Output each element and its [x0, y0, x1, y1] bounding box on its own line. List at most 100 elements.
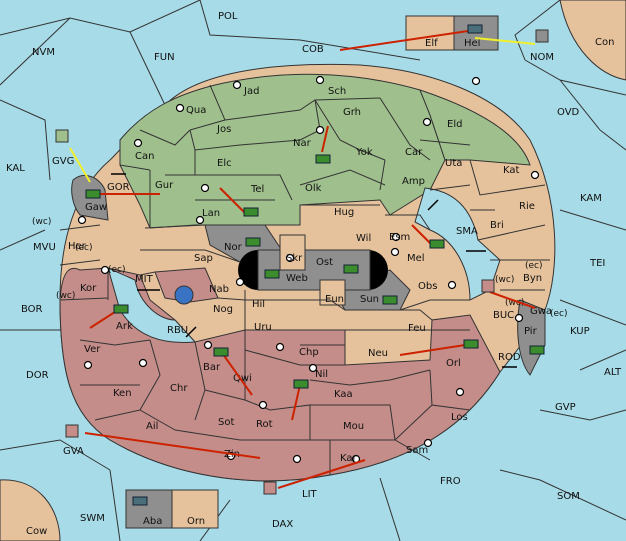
label-skr: Skr [286, 253, 303, 264]
sea-sma [414, 187, 501, 301]
coast-label: (wc) [495, 275, 514, 285]
units [55, 24, 549, 506]
army-icon [213, 347, 229, 357]
label-ost: Ost [316, 257, 333, 268]
army-icon [429, 239, 445, 249]
label-obs: Obs [418, 281, 437, 292]
army-icon [245, 237, 261, 247]
sea-labels: POL NVM FUN COB NOM Con OVD KAL KAM TEI … [6, 11, 622, 537]
province-elf[interactable] [405, 15, 455, 51]
label-ver: Ver [84, 344, 101, 355]
label-qwi: Qwi [233, 373, 252, 384]
army-icon [85, 189, 101, 199]
fleet-icon [467, 24, 483, 34]
label-mou: Mou [343, 421, 364, 432]
army-icon [264, 269, 280, 279]
sea-mit: MIT [135, 274, 154, 285]
label-nog: Nog [213, 304, 233, 315]
label-rot: Rot [256, 419, 273, 430]
supply-centers [77, 75, 540, 464]
fleet-icon [132, 496, 148, 506]
label-pir: Pir [524, 326, 538, 337]
label-chp: Chp [299, 347, 319, 358]
order-arrows [84, 30, 536, 489]
coast-label: (wc) [32, 217, 51, 227]
sea-dor: DOR [26, 370, 49, 381]
sea-rbu [107, 267, 197, 344]
sea-ovd: OVD [557, 107, 580, 118]
label-kar: Kar [340, 453, 358, 464]
sea-gvp: GVP [555, 402, 576, 413]
fleet-icon [263, 481, 277, 495]
label-grh: Grh [343, 107, 361, 118]
sea-gva: GVA [63, 446, 84, 457]
coast-labels: (wc) (ec) (ec) (wc) (wc) (ec) (wc) (ec) [32, 217, 568, 319]
sea-gor: GOR [107, 182, 130, 193]
label-sch: Sch [328, 86, 346, 97]
label-eun: Eun [325, 294, 344, 305]
province-borders [59, 84, 550, 475]
sea-mvu: MVU [33, 242, 56, 253]
label-kaa: Kaa [334, 389, 353, 400]
label-bri: Bri [490, 220, 504, 231]
label-uru: Uru [254, 322, 272, 333]
sea-fro: FRO [440, 476, 461, 487]
sea-bor: BOR [21, 304, 43, 315]
label-wil: Wil [356, 233, 371, 244]
label-gur: Gur [155, 180, 174, 191]
label-hug: Hug [334, 207, 354, 218]
province-orn[interactable] [171, 489, 219, 529]
army-icon [293, 379, 309, 389]
label-feu: Feu [408, 323, 426, 334]
label-kat: Kat [503, 165, 520, 176]
coast-label: (ec) [75, 243, 93, 253]
label-jad: Jad [243, 86, 259, 97]
label-mel: Mel [407, 253, 425, 264]
label-qua: Qua [186, 105, 206, 116]
coast-label: (wc) [56, 291, 75, 301]
sea-alt: ALT [604, 367, 622, 378]
army-icon [382, 295, 398, 305]
globe-icon [174, 285, 194, 305]
label-hil: Hil [252, 299, 265, 310]
adjacency-arrows [111, 173, 517, 368]
support-arrows [69, 37, 536, 183]
coast-label: (ec) [550, 309, 568, 319]
sea-lit: LIT [302, 489, 318, 500]
sea-kal: KAL [6, 163, 25, 174]
sea-cow: Cow [26, 526, 47, 537]
sea-nvm: NVM [32, 47, 55, 58]
fleet-icon [55, 129, 69, 143]
sea-kup: KUP [570, 326, 590, 337]
label-elc: Elc [217, 158, 232, 169]
sea-nom: NOM [530, 52, 554, 63]
army-icon [529, 345, 545, 355]
label-sot: Sot [218, 417, 234, 428]
label-web: Web [286, 273, 308, 284]
label-neu: Neu [368, 348, 388, 359]
label-jos: Jos [216, 124, 231, 135]
label-los: Los [451, 412, 468, 423]
coast-label: (ec) [108, 265, 126, 275]
sea-rod: ROD [498, 352, 521, 363]
label-orn: Orn [187, 516, 205, 527]
label-nor: Nor [224, 242, 243, 253]
label-can: Can [135, 151, 154, 162]
label-hel: Hel [464, 38, 480, 49]
army-icon [315, 154, 331, 164]
sea-cob: COB [302, 44, 324, 55]
army-icon [343, 264, 359, 274]
sea-buc: BUC [493, 310, 514, 321]
label-aba: Aba [143, 516, 162, 527]
sea-som: SOM [557, 491, 580, 502]
label-nil: Nil [315, 369, 328, 380]
fleet-icon [535, 29, 549, 43]
label-ark: Ark [116, 321, 133, 332]
army-icon [243, 207, 259, 217]
sea-swm: SWM [80, 513, 105, 524]
sea-kam: KAM [580, 193, 602, 204]
province-pir[interactable] [517, 299, 546, 376]
sea-dax: DAX [272, 519, 293, 530]
